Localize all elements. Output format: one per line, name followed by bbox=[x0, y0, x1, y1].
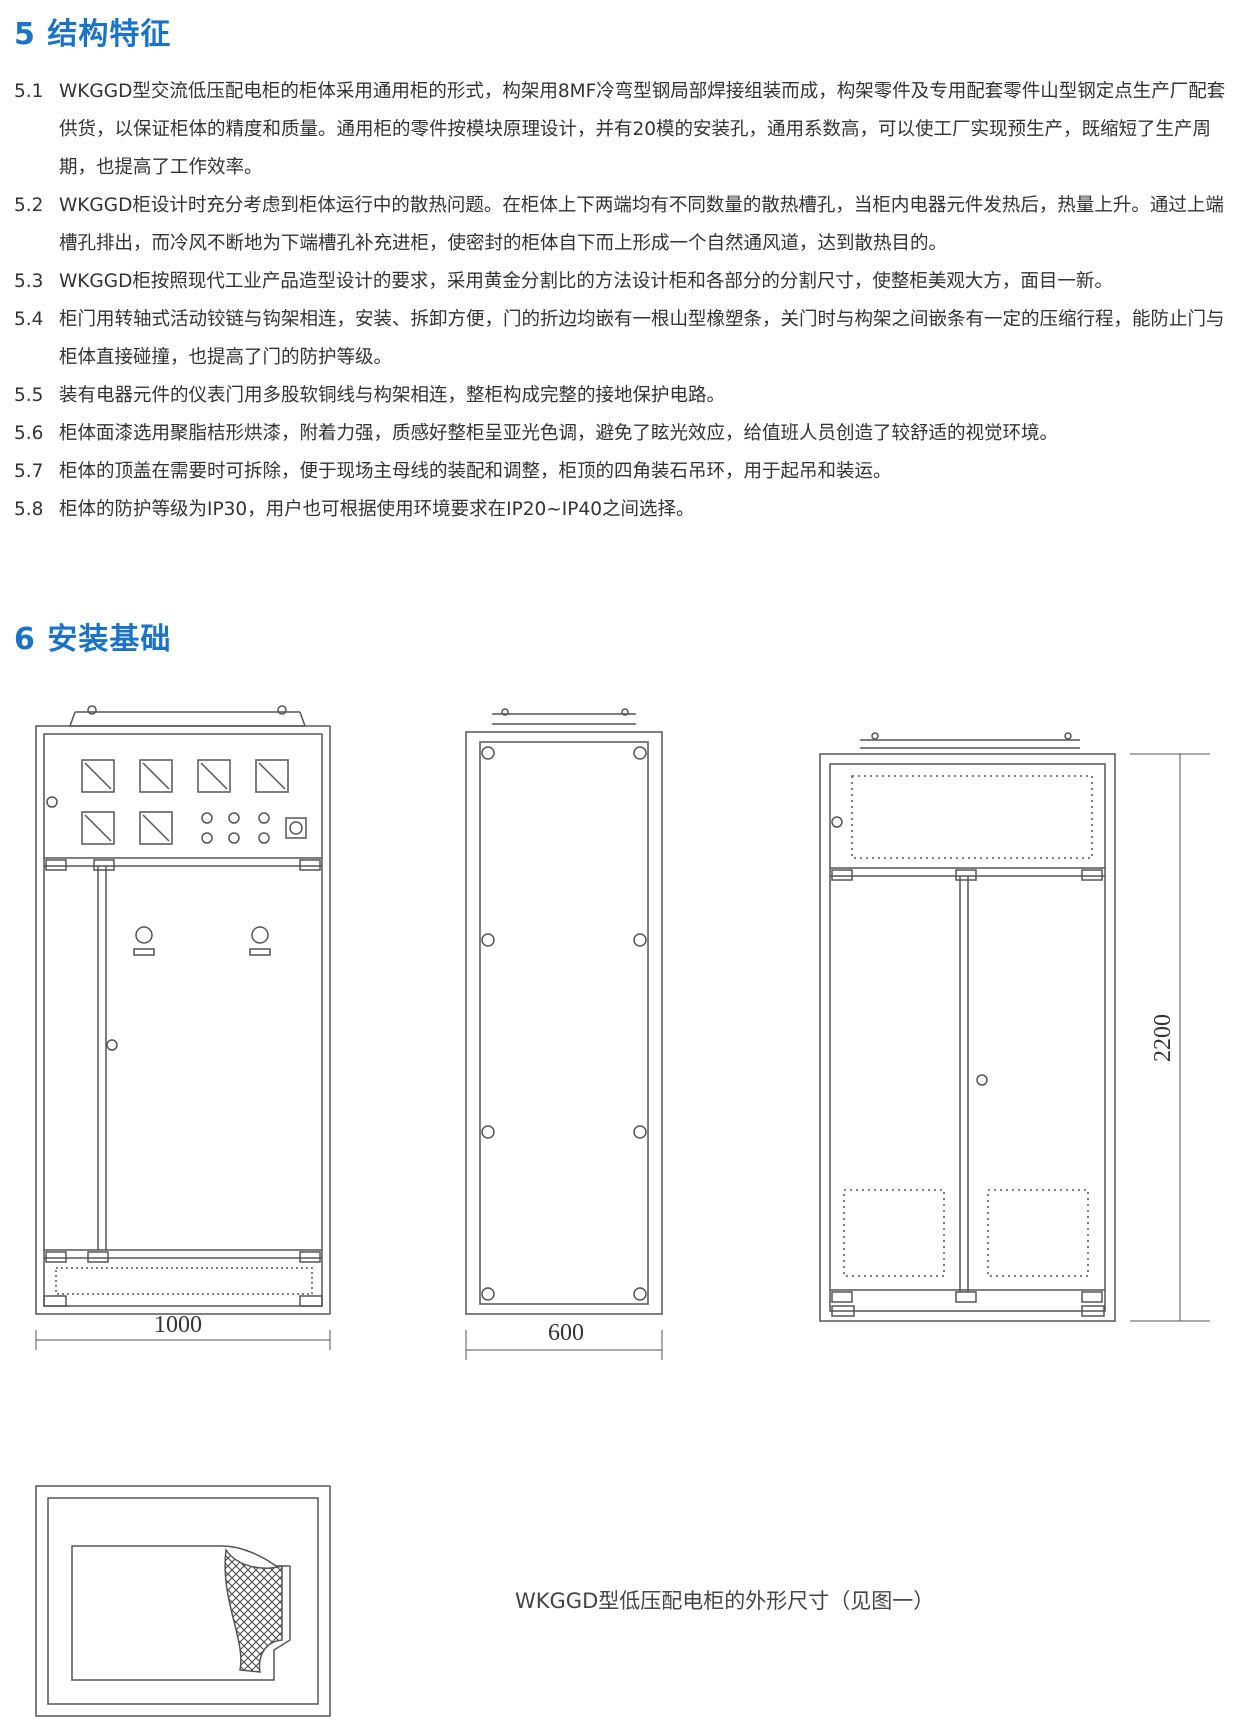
cabinet-outline-drawing: 1000 600 2200 bbox=[35, 705, 1210, 1717]
cabinet-front-view bbox=[35, 705, 331, 1315]
dimension-lines bbox=[35, 753, 1210, 1360]
feature-item-5-3: 5.3 WKGGD柜按照现代工业产品造型设计的要求，采用黄金分割比的方法设计柜和各… bbox=[14, 263, 1229, 301]
feature-item-5-2: 5.2 WKGGD柜设计时充分考虑到柜体运行中的散热问题。在柜体上下两端均有不同数… bbox=[14, 187, 1229, 263]
item-text: 柜体面漆选用聚脂桔形烘漆，附着力强，质感好整柜呈亚光色调，避免了眩光效应，给值班… bbox=[59, 423, 1059, 444]
cabinet-rear-view bbox=[819, 732, 1116, 1322]
item-number: 5.5 bbox=[14, 385, 44, 406]
height-dimension-label: 2200 bbox=[1150, 1014, 1176, 1062]
item-text: 柜门用转轴式活动铰链与钩架相连，安装、拆卸方便，门的折边均嵌有一根山型橡塑条，关… bbox=[59, 309, 1225, 368]
item-text: WKGGD柜设计时充分考虑到柜体运行中的散热问题。在柜体上下两端均有不同数量的散… bbox=[59, 195, 1224, 254]
item-text: WKGGD柜按照现代工业产品造型设计的要求，采用黄金分割比的方法设计柜和各部分的… bbox=[59, 271, 1113, 292]
feature-item-5-8: 5.8 柜体的防护等级为IP30，用户也可根据使用环境要求在IP20~IP40之间… bbox=[14, 491, 1229, 529]
width-dimension-label: 1000 bbox=[154, 1312, 202, 1338]
item-number: 5.6 bbox=[14, 423, 44, 444]
item-text: 柜体的顶盖在需要时可拆除，便于现场主母线的装配和调整，柜顶的四角装石吊环，用于起… bbox=[59, 461, 892, 482]
structure-feature-list: 5.1 WKGGD型交流低压配电柜的柜体采用通用柜的形式，构架用8MF冷弯型钢局部… bbox=[14, 73, 1229, 529]
cabinet-side-view bbox=[465, 708, 663, 1315]
item-text: WKGGD型交流低压配电柜的柜体采用通用柜的形式，构架用8MF冷弯型钢局部焊接组… bbox=[59, 81, 1226, 178]
feature-item-5-5: 5.5 装有电器元件的仪表门用多股软铜线与构架相连，整柜构成完整的接地保护电路。 bbox=[14, 377, 1229, 415]
item-number: 5.2 bbox=[14, 195, 44, 216]
item-text: 装有电器元件的仪表门用多股软铜线与构架相连，整柜构成完整的接地保护电路。 bbox=[59, 385, 726, 406]
figure-caption: WKGGD型低压配电柜的外形尺寸（见图一） bbox=[515, 1589, 935, 1613]
item-number: 5.7 bbox=[14, 461, 44, 482]
cabinet-base-plan bbox=[35, 1485, 331, 1717]
section-5-title: 5 结构特征 bbox=[14, 17, 172, 52]
item-text: 柜体的防护等级为IP30，用户也可根据使用环境要求在IP20~IP40之间选择。 bbox=[59, 499, 695, 520]
feature-item-5-6: 5.6 柜体面漆选用聚脂桔形烘漆，附着力强，质感好整柜呈亚光色调，避免了眩光效应，… bbox=[14, 415, 1229, 453]
feature-item-5-4: 5.4 柜门用转轴式活动铰链与钩架相连，安装、拆卸方便，门的折边均嵌有一根山型橡塑… bbox=[14, 301, 1229, 377]
feature-item-5-1: 5.1 WKGGD型交流低压配电柜的柜体采用通用柜的形式，构架用8MF冷弯型钢局部… bbox=[14, 73, 1229, 187]
item-number: 5.4 bbox=[14, 309, 44, 330]
section-6-title: 6 安装基础 bbox=[14, 622, 172, 657]
item-number: 5.3 bbox=[14, 271, 44, 292]
depth-dimension-label: 600 bbox=[548, 1320, 584, 1346]
item-number: 5.1 bbox=[14, 81, 44, 102]
item-number: 5.8 bbox=[14, 499, 44, 520]
feature-item-5-7: 5.7 柜体的顶盖在需要时可拆除，便于现场主母线的装配和调整，柜顶的四角装石吊环，… bbox=[14, 453, 1229, 491]
